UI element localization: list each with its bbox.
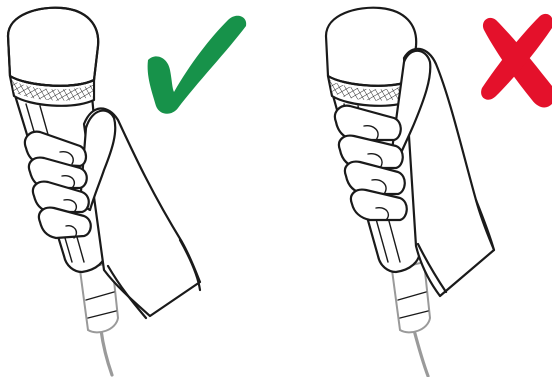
mic-cable-right <box>414 330 428 376</box>
cross-mark-icon <box>481 14 552 108</box>
incorrect-grip-panel <box>326 8 494 376</box>
hand-fingers-left <box>25 132 91 238</box>
check-mark-icon <box>148 16 247 114</box>
hand-fingers-right <box>335 106 407 220</box>
mic-grille-left <box>8 8 98 86</box>
correct-grip-panel <box>8 8 200 375</box>
mic-cable-left <box>101 330 112 375</box>
